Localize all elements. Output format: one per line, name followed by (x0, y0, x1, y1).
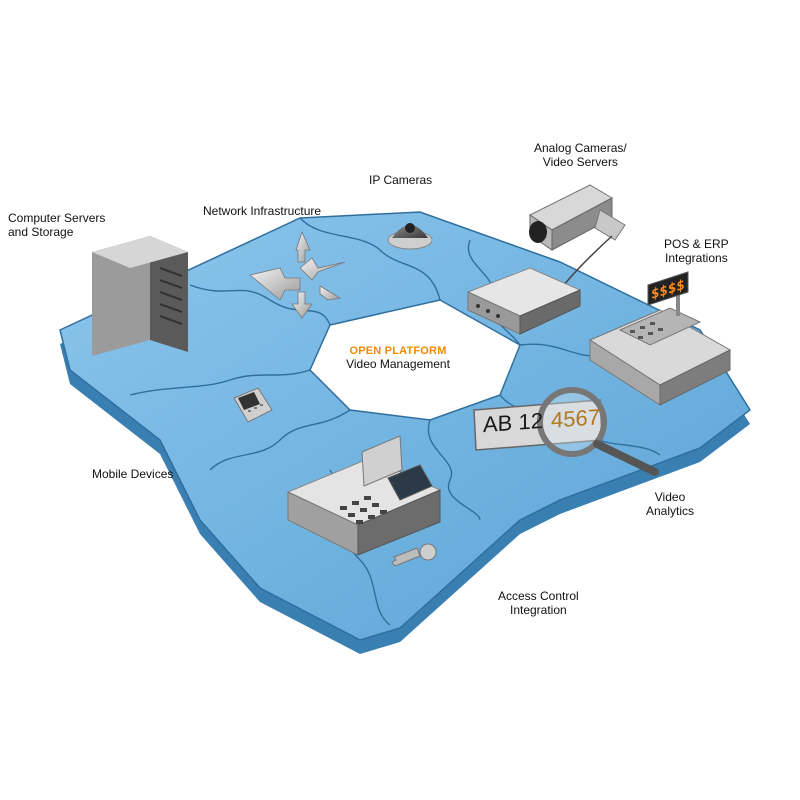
server-icon (92, 236, 188, 356)
dome-camera-icon (387, 223, 433, 250)
label-ip-cameras: IP Cameras (369, 173, 432, 187)
video-server-icon (466, 267, 582, 335)
analog-camera-icon (529, 184, 626, 291)
center-title-block: OPEN PLATFORM Video Management (298, 345, 498, 371)
puzzle-center-hole (309, 299, 521, 421)
center-title: OPEN PLATFORM (349, 345, 447, 357)
plate-text-right: 4567 (551, 404, 600, 433)
mobile-phone-icon (233, 387, 273, 423)
label-line: Network Infrastructure (203, 204, 322, 218)
label-line: POS & ERP (664, 237, 729, 251)
label-analog-cameras: Analog Cameras/ Video Servers (534, 141, 627, 169)
keypad-terminal-icon (286, 435, 442, 556)
puzzle-top (59, 211, 751, 641)
label-mobile-devices: Mobile Devices (92, 467, 173, 481)
label-video-analytics: Video Analytics (646, 490, 694, 518)
label-line: IP Cameras (369, 173, 433, 187)
label-pos-erp: POS & ERP Integrations (664, 237, 729, 265)
label-line: Mobile Devices (92, 467, 174, 481)
label-line: Computer Servers (8, 211, 106, 225)
seam-7 (209, 409, 351, 471)
label-network-infrastructure: Network Infrastructure (203, 204, 321, 218)
key-icon (391, 543, 437, 567)
plate-text-left: AB 12 (483, 407, 543, 438)
center-subtitle: Video Management (346, 357, 450, 371)
magnifier-icon (537, 387, 659, 476)
label-computer-servers: Computer Servers and Storage (8, 211, 105, 239)
seam-6 (427, 419, 481, 521)
label-line: Analog Cameras/ (534, 141, 627, 155)
seam-8 (129, 369, 311, 396)
label-line: and Storage (8, 225, 74, 239)
label-line: Integrations (664, 251, 728, 265)
label-line: Integration (509, 603, 567, 617)
network-arrows-icon (249, 230, 346, 319)
cash-register-icon (588, 271, 732, 406)
label-line: Video (654, 490, 686, 504)
label-line: Analytics (646, 504, 695, 518)
puzzle-base (59, 211, 751, 654)
seam-2 (299, 217, 441, 301)
label-line: Video Servers (542, 155, 618, 169)
label-line: Access Control (498, 589, 579, 603)
label-access-control: Access Control Integration (498, 589, 579, 617)
seam-1 (189, 284, 331, 326)
